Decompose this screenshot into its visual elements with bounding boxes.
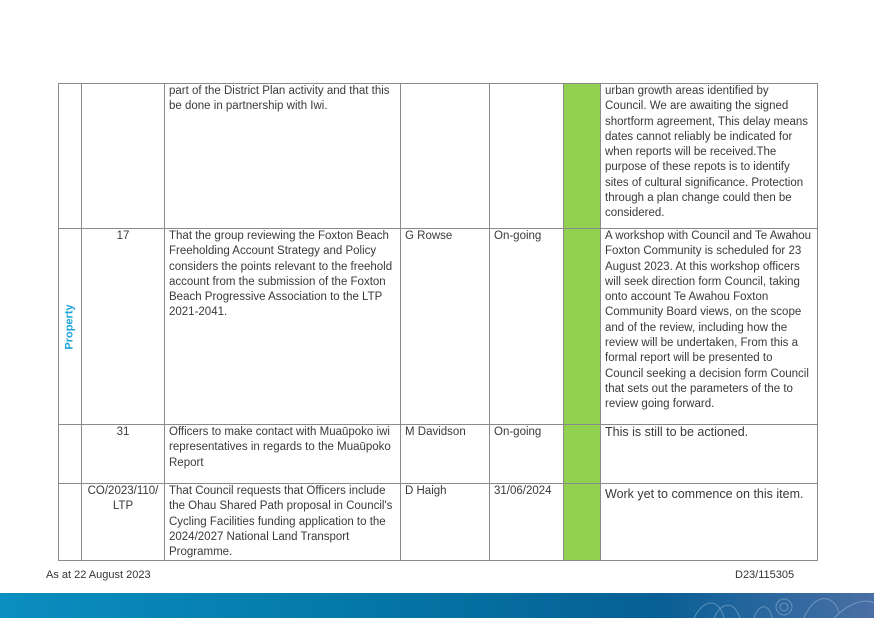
due-cell: On-going (489, 228, 564, 425)
comment-cell: A workshop with Council and Te Awahou Fo… (600, 228, 818, 425)
category-cell (58, 83, 82, 229)
table-row: 31 Officers to make contact with Muaūpok… (58, 424, 818, 484)
status-indicator (563, 83, 601, 229)
action-cell: That the group reviewing the Foxton Beac… (164, 228, 401, 425)
category-label: Property (63, 303, 76, 350)
due-cell: 31/06/2024 (489, 482, 564, 562)
category-cell: Property (58, 228, 82, 425)
decorative-pattern-icon (693, 598, 874, 618)
footer-band (0, 593, 874, 618)
status-indicator (563, 482, 601, 562)
ref-cell: CO/2023/110/ LTP (81, 482, 165, 562)
action-table: part of the District Plan activity and t… (58, 83, 818, 562)
table-row: Property 17 That the group reviewing the… (58, 228, 818, 425)
footer-date: As at 22 August 2023 (46, 569, 151, 581)
responsible-cell: M Davidson (400, 424, 490, 484)
responsible-cell: G Rowse (400, 228, 490, 425)
due-cell: On-going (489, 424, 564, 484)
comment-cell: This is still to be actioned. (600, 424, 818, 484)
table-row: CO/2023/110/ LTP That Council requests t… (58, 482, 818, 562)
responsible-cell (400, 83, 490, 229)
status-indicator (563, 424, 601, 484)
ref-cell (81, 83, 165, 229)
footer-doc-ref: D23/115305 (735, 569, 795, 581)
comment-cell: Work yet to commence on this item. (600, 482, 818, 562)
ref-cell: 31 (81, 424, 165, 484)
table-row: part of the District Plan activity and t… (58, 83, 818, 229)
comment-cell: urban growth areas identified by Council… (600, 83, 818, 229)
status-indicator (563, 228, 601, 425)
category-cell (58, 482, 82, 562)
ref-cell: 17 (81, 228, 165, 425)
action-cell: That Council requests that Officers incl… (164, 482, 401, 562)
responsible-cell: D Haigh (400, 482, 490, 562)
category-cell (58, 424, 82, 484)
due-cell (489, 83, 564, 229)
action-cell: Officers to make contact with Muaūpoko i… (164, 424, 401, 484)
action-cell: part of the District Plan activity and t… (164, 83, 401, 229)
